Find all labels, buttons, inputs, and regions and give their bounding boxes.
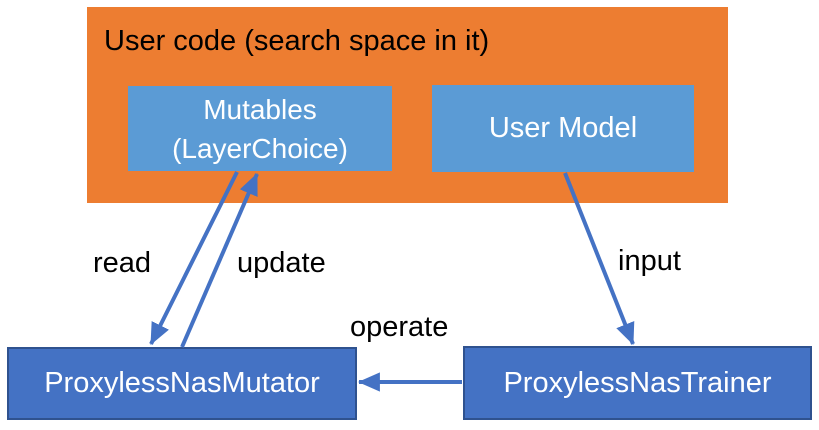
user-code-label: User code (search space in it) xyxy=(104,25,490,57)
user-code-container: User code (search space in it) Mutables … xyxy=(87,7,728,203)
edge-label-read: read xyxy=(93,247,152,279)
node-mutables: Mutables (LayerChoice) xyxy=(128,86,392,171)
node-proxylessnasmutator: ProxylessNasMutator xyxy=(7,347,357,420)
mutables-label-line1: Mutables xyxy=(203,93,317,125)
proxylessnastrainer-label: ProxylessNasTrainer xyxy=(503,366,772,399)
node-proxylessnastrainer: ProxylessNasTrainer xyxy=(463,346,812,420)
edge-label-update: update xyxy=(237,247,326,279)
proxylessnasmutator-label: ProxylessNasMutator xyxy=(44,367,320,399)
mutables-label-line2: (LayerChoice) xyxy=(172,132,348,164)
edge-label-input: input xyxy=(618,245,681,277)
edge-label-operate: operate xyxy=(350,311,449,343)
user-model-label: User Model xyxy=(488,112,638,144)
node-user-model: User Model xyxy=(432,85,694,172)
